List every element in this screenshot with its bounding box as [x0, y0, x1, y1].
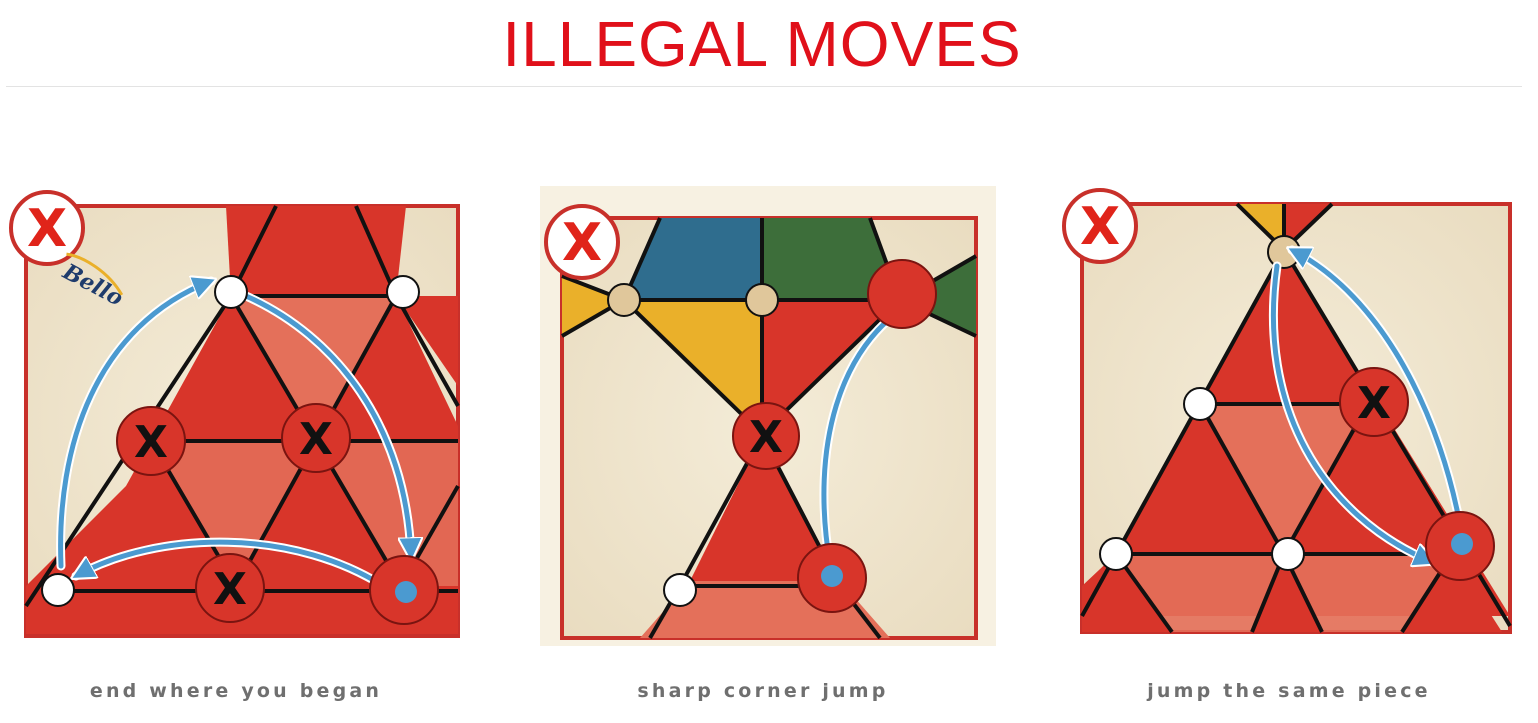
blocked-piece: X — [195, 553, 265, 623]
board-illustration-3: X X — [1062, 188, 1512, 634]
caption-end-where-you-began: end where you began — [89, 680, 383, 702]
caption-jump-the-same-piece: jump the same piece — [1147, 680, 1431, 702]
svg-text:X: X — [213, 564, 247, 615]
empty-hole — [41, 573, 75, 607]
empty-hole — [1183, 387, 1217, 421]
svg-text:X: X — [562, 213, 602, 273]
board-illustration-1: X X X X Bello — [9, 190, 460, 638]
empty-hole — [663, 573, 697, 607]
empty-hole — [1099, 537, 1133, 571]
panel-sharp-corner-jump: X X — [540, 186, 1000, 646]
svg-text:X: X — [1080, 197, 1120, 257]
blocked-piece: X — [1339, 367, 1409, 437]
svg-text:X: X — [27, 199, 67, 259]
illegal-x-badge: X — [9, 190, 85, 266]
moving-piece — [369, 555, 439, 625]
blocked-piece: X — [116, 406, 186, 476]
svg-text:X: X — [299, 414, 333, 465]
svg-text:X: X — [749, 412, 783, 463]
panel-end-where-you-began: X X X X Bello — [6, 186, 466, 646]
empty-hole — [214, 275, 248, 309]
page-title: ILLEGAL MOVES — [502, 8, 1022, 80]
caption-sharp-corner-jump: sharp corner jump — [637, 680, 889, 702]
svg-text:X: X — [1357, 378, 1391, 429]
blocked-piece: X — [281, 403, 351, 473]
panel-jump-the-same-piece: X X — [1062, 186, 1522, 646]
blocked-piece: X — [732, 402, 800, 470]
moving-piece — [1425, 511, 1495, 581]
illegal-x-badge: X — [1062, 188, 1138, 264]
illegal-x-badge: X — [544, 204, 620, 280]
svg-text:X: X — [134, 417, 168, 468]
board-illustration-2: X X — [540, 186, 996, 646]
empty-hole — [386, 275, 420, 309]
empty-hole — [1271, 537, 1305, 571]
occupied-hole — [607, 283, 641, 317]
moving-piece — [797, 543, 867, 613]
occupied-hole — [745, 283, 779, 317]
target-piece — [867, 259, 937, 329]
title-divider — [6, 86, 1522, 87]
